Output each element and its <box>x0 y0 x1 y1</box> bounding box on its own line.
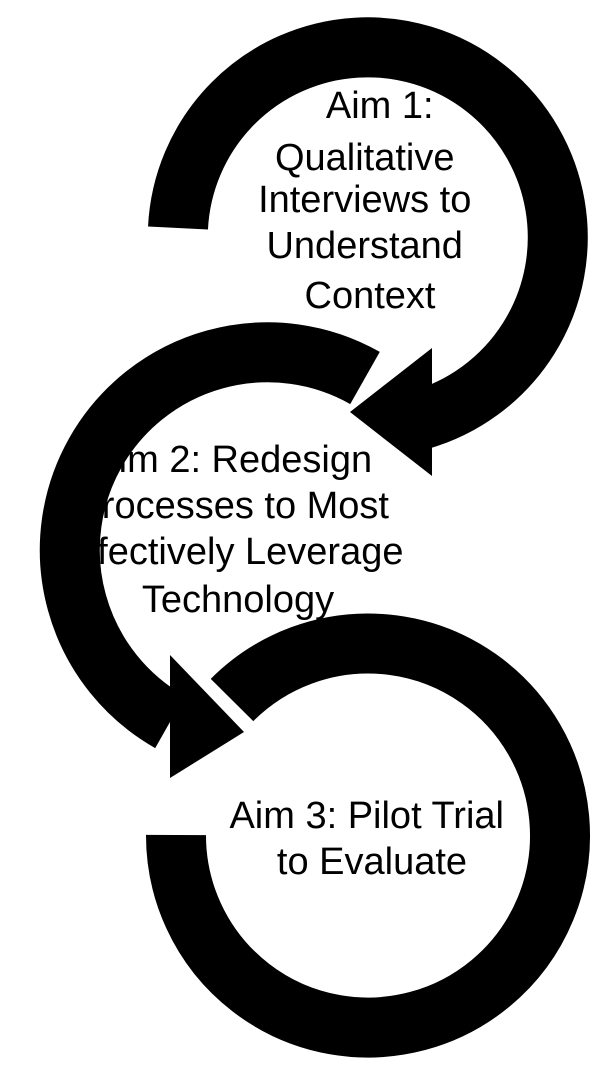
aim-3-arc <box>145 613 590 1058</box>
aim-2-line-1: Aim 2: Redesign <box>93 439 372 481</box>
aim-2-line-2: Processes to Most <box>76 485 389 527</box>
aim-2-line-3: Effectively Leverage <box>62 531 404 573</box>
aim-2-label: Aim 2: Redesign Processes to Most Effect… <box>62 439 414 621</box>
aim-1-line-1: Aim 1: <box>326 85 434 127</box>
aim-1-line-5: Context <box>305 275 436 317</box>
aim-2-line-4: Technology <box>142 579 334 621</box>
aim-1-line-4: Understand <box>266 225 462 267</box>
aim-3-line-2: to Evaluate <box>277 841 467 883</box>
aim-2-arrowhead <box>170 655 244 778</box>
aim-3-label: Aim 3: Pilot Trial to Evaluate <box>229 795 514 883</box>
aim-1-line-2: Qualitative <box>275 137 455 179</box>
aim-1-line-3: Interviews to <box>258 179 471 221</box>
aim-3-line-1: Aim 3: Pilot Trial <box>229 795 504 837</box>
aim-3-arc-ring <box>145 613 590 1058</box>
aim-2-arc-ring <box>39 322 380 749</box>
aim-1-arc <box>148 17 588 476</box>
aim-1-label: Aim 1: Qualitative Interviews to Underst… <box>258 85 482 317</box>
aim-1-arc-ring <box>148 17 588 449</box>
aim-1-arrowhead <box>350 348 432 476</box>
aim-2-arc <box>39 322 380 778</box>
